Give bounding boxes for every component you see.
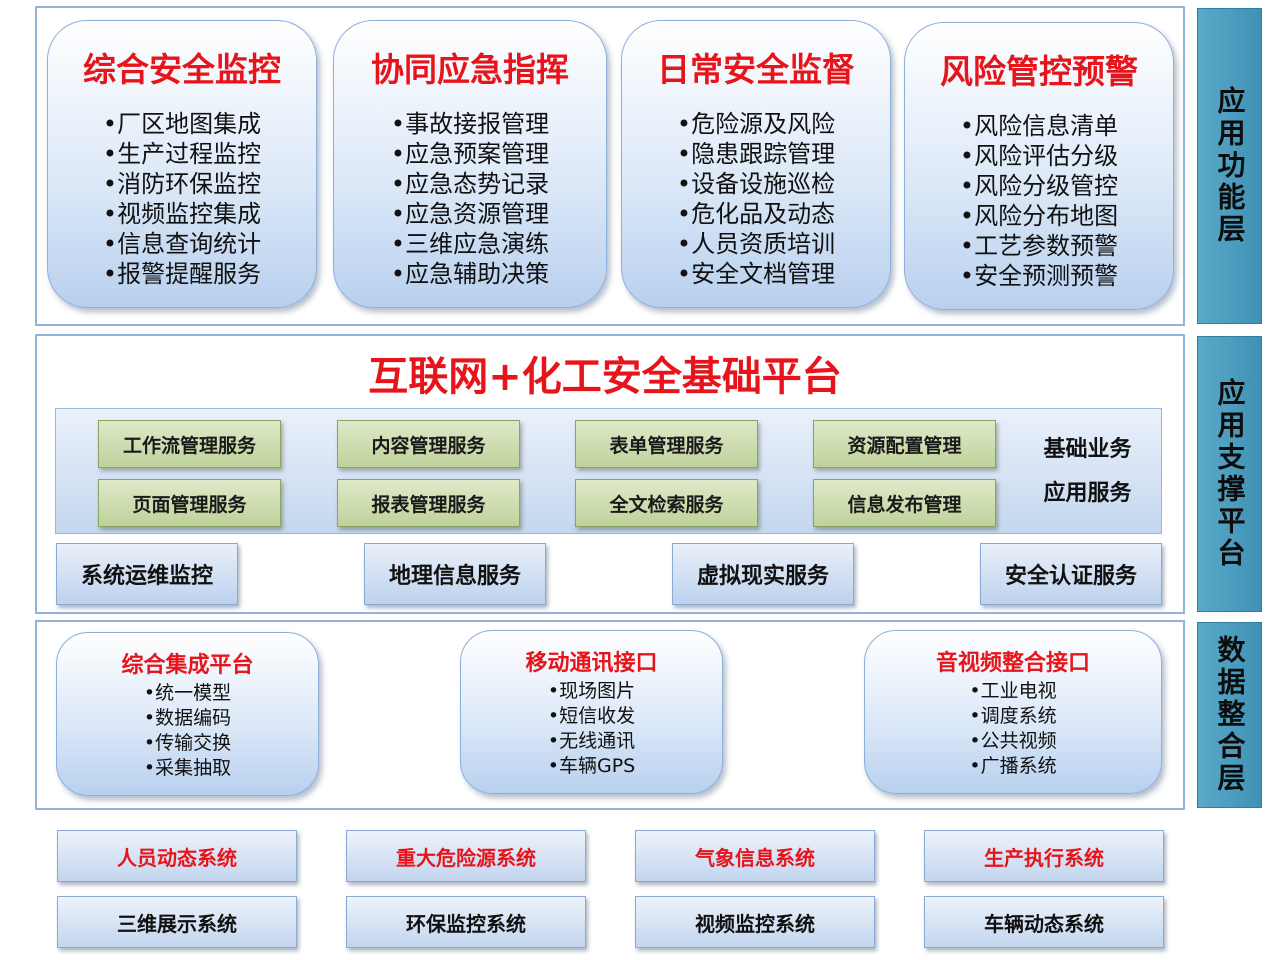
- list-item: •传输交换: [143, 732, 232, 754]
- list-item: •厂区地图集成: [102, 110, 262, 138]
- list-item: •应急态势记录: [390, 170, 550, 198]
- list-item: •应急辅助决策: [390, 260, 550, 288]
- list-item: •信息查询统计: [102, 230, 262, 258]
- card-title: 音视频整合接口: [935, 651, 1090, 676]
- service-gis: 地理信息服务: [364, 543, 546, 605]
- list-item: •危险源及风险: [676, 110, 836, 138]
- list-item: •统一模型: [143, 682, 232, 704]
- app-card-emergency-command: 协同应急指挥 •事故接报管理 •应急预案管理 •应急态势记录 •应急资源管理 •…: [333, 20, 607, 308]
- card-title: 协同应急指挥: [371, 50, 569, 89]
- list-item: •工业电视: [969, 680, 1057, 702]
- list-item: •应急预案管理: [390, 140, 550, 168]
- system-environmental-monitoring: 环保监控系统: [346, 896, 586, 948]
- service-form: 表单管理服务: [575, 420, 758, 468]
- list-item: •危化品及动态: [676, 200, 836, 228]
- app-card-integrated-monitoring: 综合安全监控 •厂区地图集成 •生产过程监控 •消防环保监控 •视频监控集成 •…: [47, 20, 317, 308]
- list-item: •报警提醒服务: [102, 260, 262, 288]
- list-item: •短信收发: [547, 705, 636, 727]
- list-item: •三维应急演练: [390, 230, 550, 258]
- service-fulltext-search: 全文检索服务: [575, 479, 758, 527]
- system-vehicle-dynamics: 车辆动态系统: [924, 896, 1164, 948]
- system-production-execution: 生产执行系统: [924, 830, 1164, 882]
- system-personnel-dynamics: 人员动态系统: [57, 830, 297, 882]
- service-resource-config: 资源配置管理: [813, 420, 996, 468]
- list-item: •风险分级管控: [959, 172, 1119, 200]
- list-item: •设备设施巡检: [676, 170, 836, 198]
- data-card-integration-platform: 综合集成平台 •统一模型 •数据编码 •传输交换 •采集抽取: [56, 632, 319, 796]
- business-label-line: 应用服务: [1043, 481, 1132, 506]
- list-item: •应急资源管理: [390, 200, 550, 228]
- card-title: 日常安全监督: [657, 50, 855, 89]
- system-3d-display: 三维展示系统: [57, 896, 297, 948]
- card-title: 风险管控预警: [940, 52, 1138, 91]
- list-item: •安全文档管理: [676, 260, 836, 288]
- list-item: •人员资质培训: [676, 230, 836, 258]
- card-title: 移动通讯接口: [525, 651, 658, 676]
- card-title: 综合安全监控: [83, 50, 281, 89]
- system-weather-info: 气象信息系统: [635, 830, 875, 882]
- service-content: 内容管理服务: [337, 420, 520, 468]
- list-item: •视频监控集成: [102, 200, 262, 228]
- system-video-monitoring: 视频监控系统: [635, 896, 875, 948]
- list-item: •无线通讯: [547, 730, 636, 752]
- list-item: •事故接报管理: [390, 110, 550, 138]
- layer-label-data-integration: 数据整合层: [1197, 622, 1262, 808]
- list-item: •现场图片: [547, 680, 636, 702]
- service-virtual-reality: 虚拟现实服务: [672, 543, 854, 605]
- list-item: •消防环保监控: [102, 170, 262, 198]
- service-report: 报表管理服务: [337, 479, 520, 527]
- layer-label-app-function: 应用功能层: [1197, 8, 1262, 324]
- list-item: •调度系统: [969, 705, 1057, 727]
- list-item: •公共视频: [969, 730, 1057, 752]
- list-item: •生产过程监控: [102, 140, 262, 168]
- system-major-hazard: 重大危险源系统: [346, 830, 586, 882]
- service-ops-monitoring: 系统运维监控: [56, 543, 238, 605]
- data-card-mobile-interface: 移动通讯接口 •现场图片 •短信收发 •无线通讯 •车辆GPS: [460, 630, 723, 794]
- layer-label-app-support: 应用支撑平台: [1197, 336, 1262, 612]
- platform-title: 互联网+化工安全基础平台: [368, 354, 842, 400]
- service-workflow: 工作流管理服务: [98, 420, 281, 468]
- service-security-auth: 安全认证服务: [980, 543, 1162, 605]
- list-item: •安全预测预警: [959, 262, 1119, 290]
- list-item: •广播系统: [969, 755, 1057, 777]
- app-card-daily-supervision: 日常安全监督 •危险源及风险 •隐患跟踪管理 •设备设施巡检 •危化品及动态 •…: [621, 20, 891, 308]
- business-label-line: 基础业务: [1043, 437, 1132, 462]
- service-info-publish: 信息发布管理: [813, 479, 996, 527]
- card-title: 综合集成平台: [121, 653, 254, 678]
- app-card-risk-warning: 风险管控预警 •风险信息清单 •风险评估分级 •风险分级管控 •风险分布地图 •…: [904, 22, 1174, 310]
- list-item: •采集抽取: [143, 757, 232, 779]
- list-item: •车辆GPS: [547, 755, 636, 777]
- list-item: •隐患跟踪管理: [676, 140, 836, 168]
- list-item: •风险信息清单: [959, 112, 1119, 140]
- list-item: •风险分布地图: [959, 202, 1119, 230]
- data-card-av-interface: 音视频整合接口 •工业电视 •调度系统 •公共视频 •广播系统: [864, 630, 1162, 794]
- service-page: 页面管理服务: [98, 479, 281, 527]
- list-item: •风险评估分级: [959, 142, 1119, 170]
- list-item: •工艺参数预警: [959, 232, 1119, 260]
- business-label: 基础业务 应用服务: [1010, 428, 1165, 518]
- list-item: •数据编码: [143, 707, 232, 729]
